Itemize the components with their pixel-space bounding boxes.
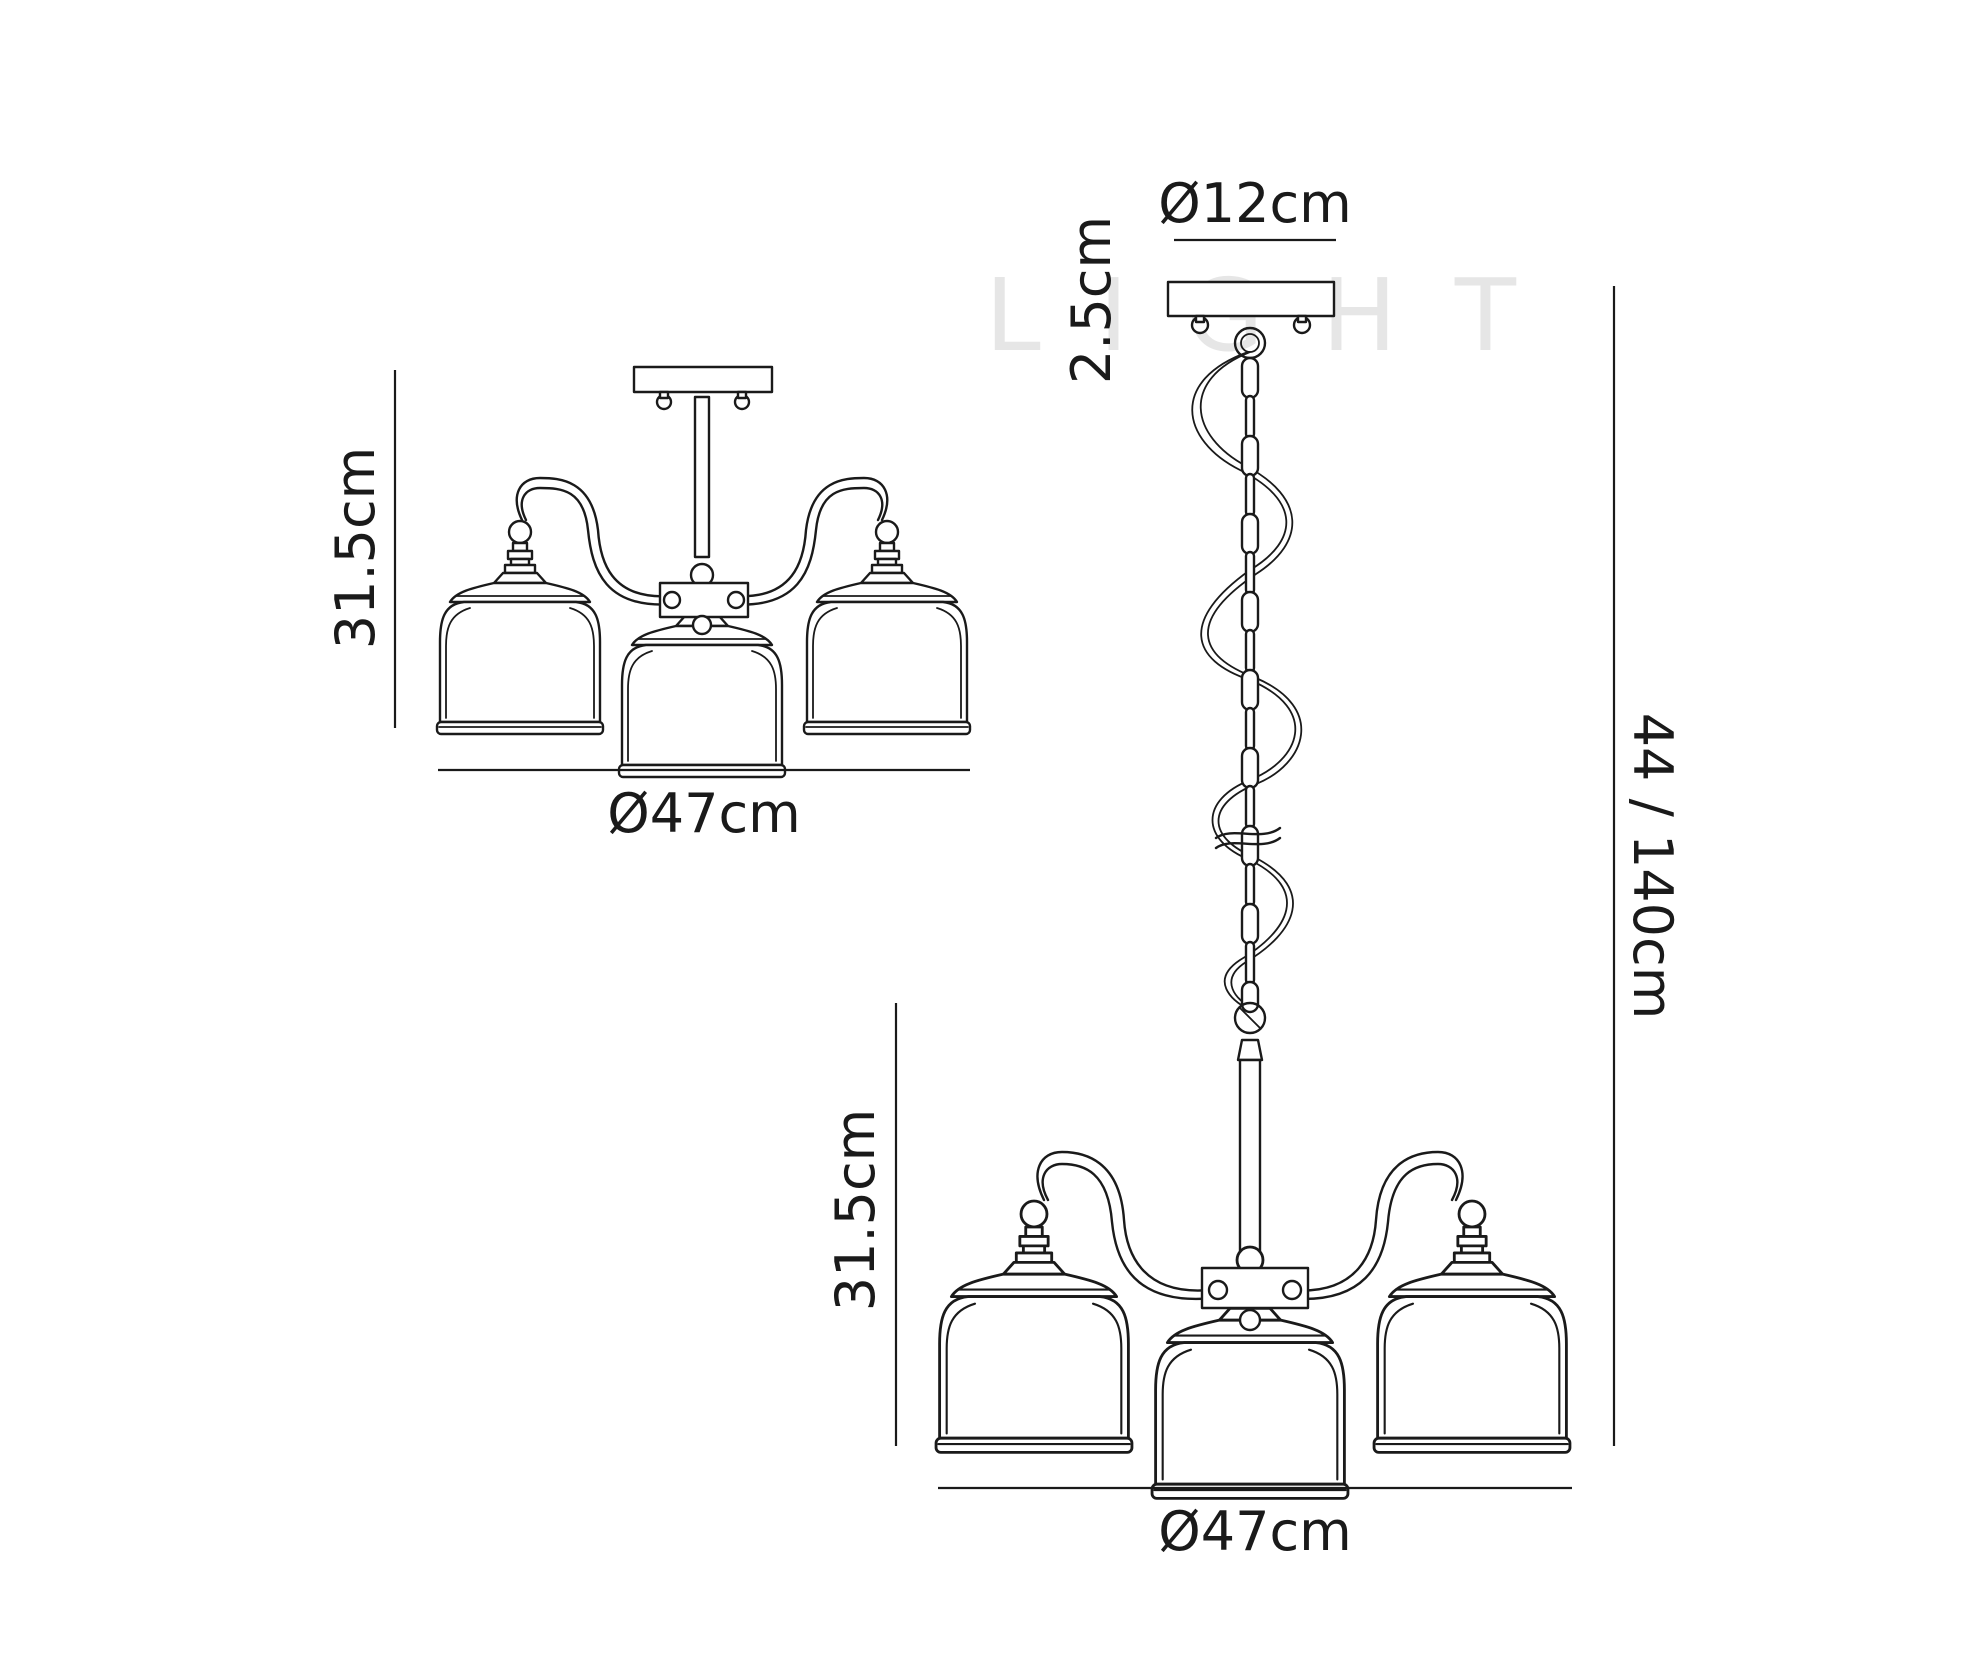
- pendant-drawing: [934, 280, 1572, 1500]
- canopy-diameter-label: Ø12cm: [1158, 172, 1352, 235]
- pendant-canopy: [1166, 280, 1336, 318]
- flush-right-shade: [802, 519, 972, 736]
- pendant-width-label: Ø47cm: [1158, 1500, 1352, 1563]
- pendant-rod: [1238, 1058, 1262, 1262]
- pendant-chain: [1240, 356, 1260, 1014]
- flush-height-label: 31.5cm: [324, 447, 387, 650]
- flush-left-shade: [435, 519, 605, 736]
- pendant-left-shade: [934, 1199, 1134, 1454]
- flush-canopy: [632, 365, 774, 394]
- pendant-cable: [1191, 351, 1297, 1011]
- flush-width-label: Ø47cm: [607, 782, 801, 845]
- pendant-right-shade: [1372, 1199, 1572, 1454]
- overall-height-label: 44 / 140cm: [1621, 713, 1684, 1020]
- flush-mount-drawing: [435, 365, 972, 779]
- canopy-height-label: 2.5cm: [1060, 216, 1123, 384]
- pendant-body-height-label: 31.5cm: [824, 1109, 887, 1312]
